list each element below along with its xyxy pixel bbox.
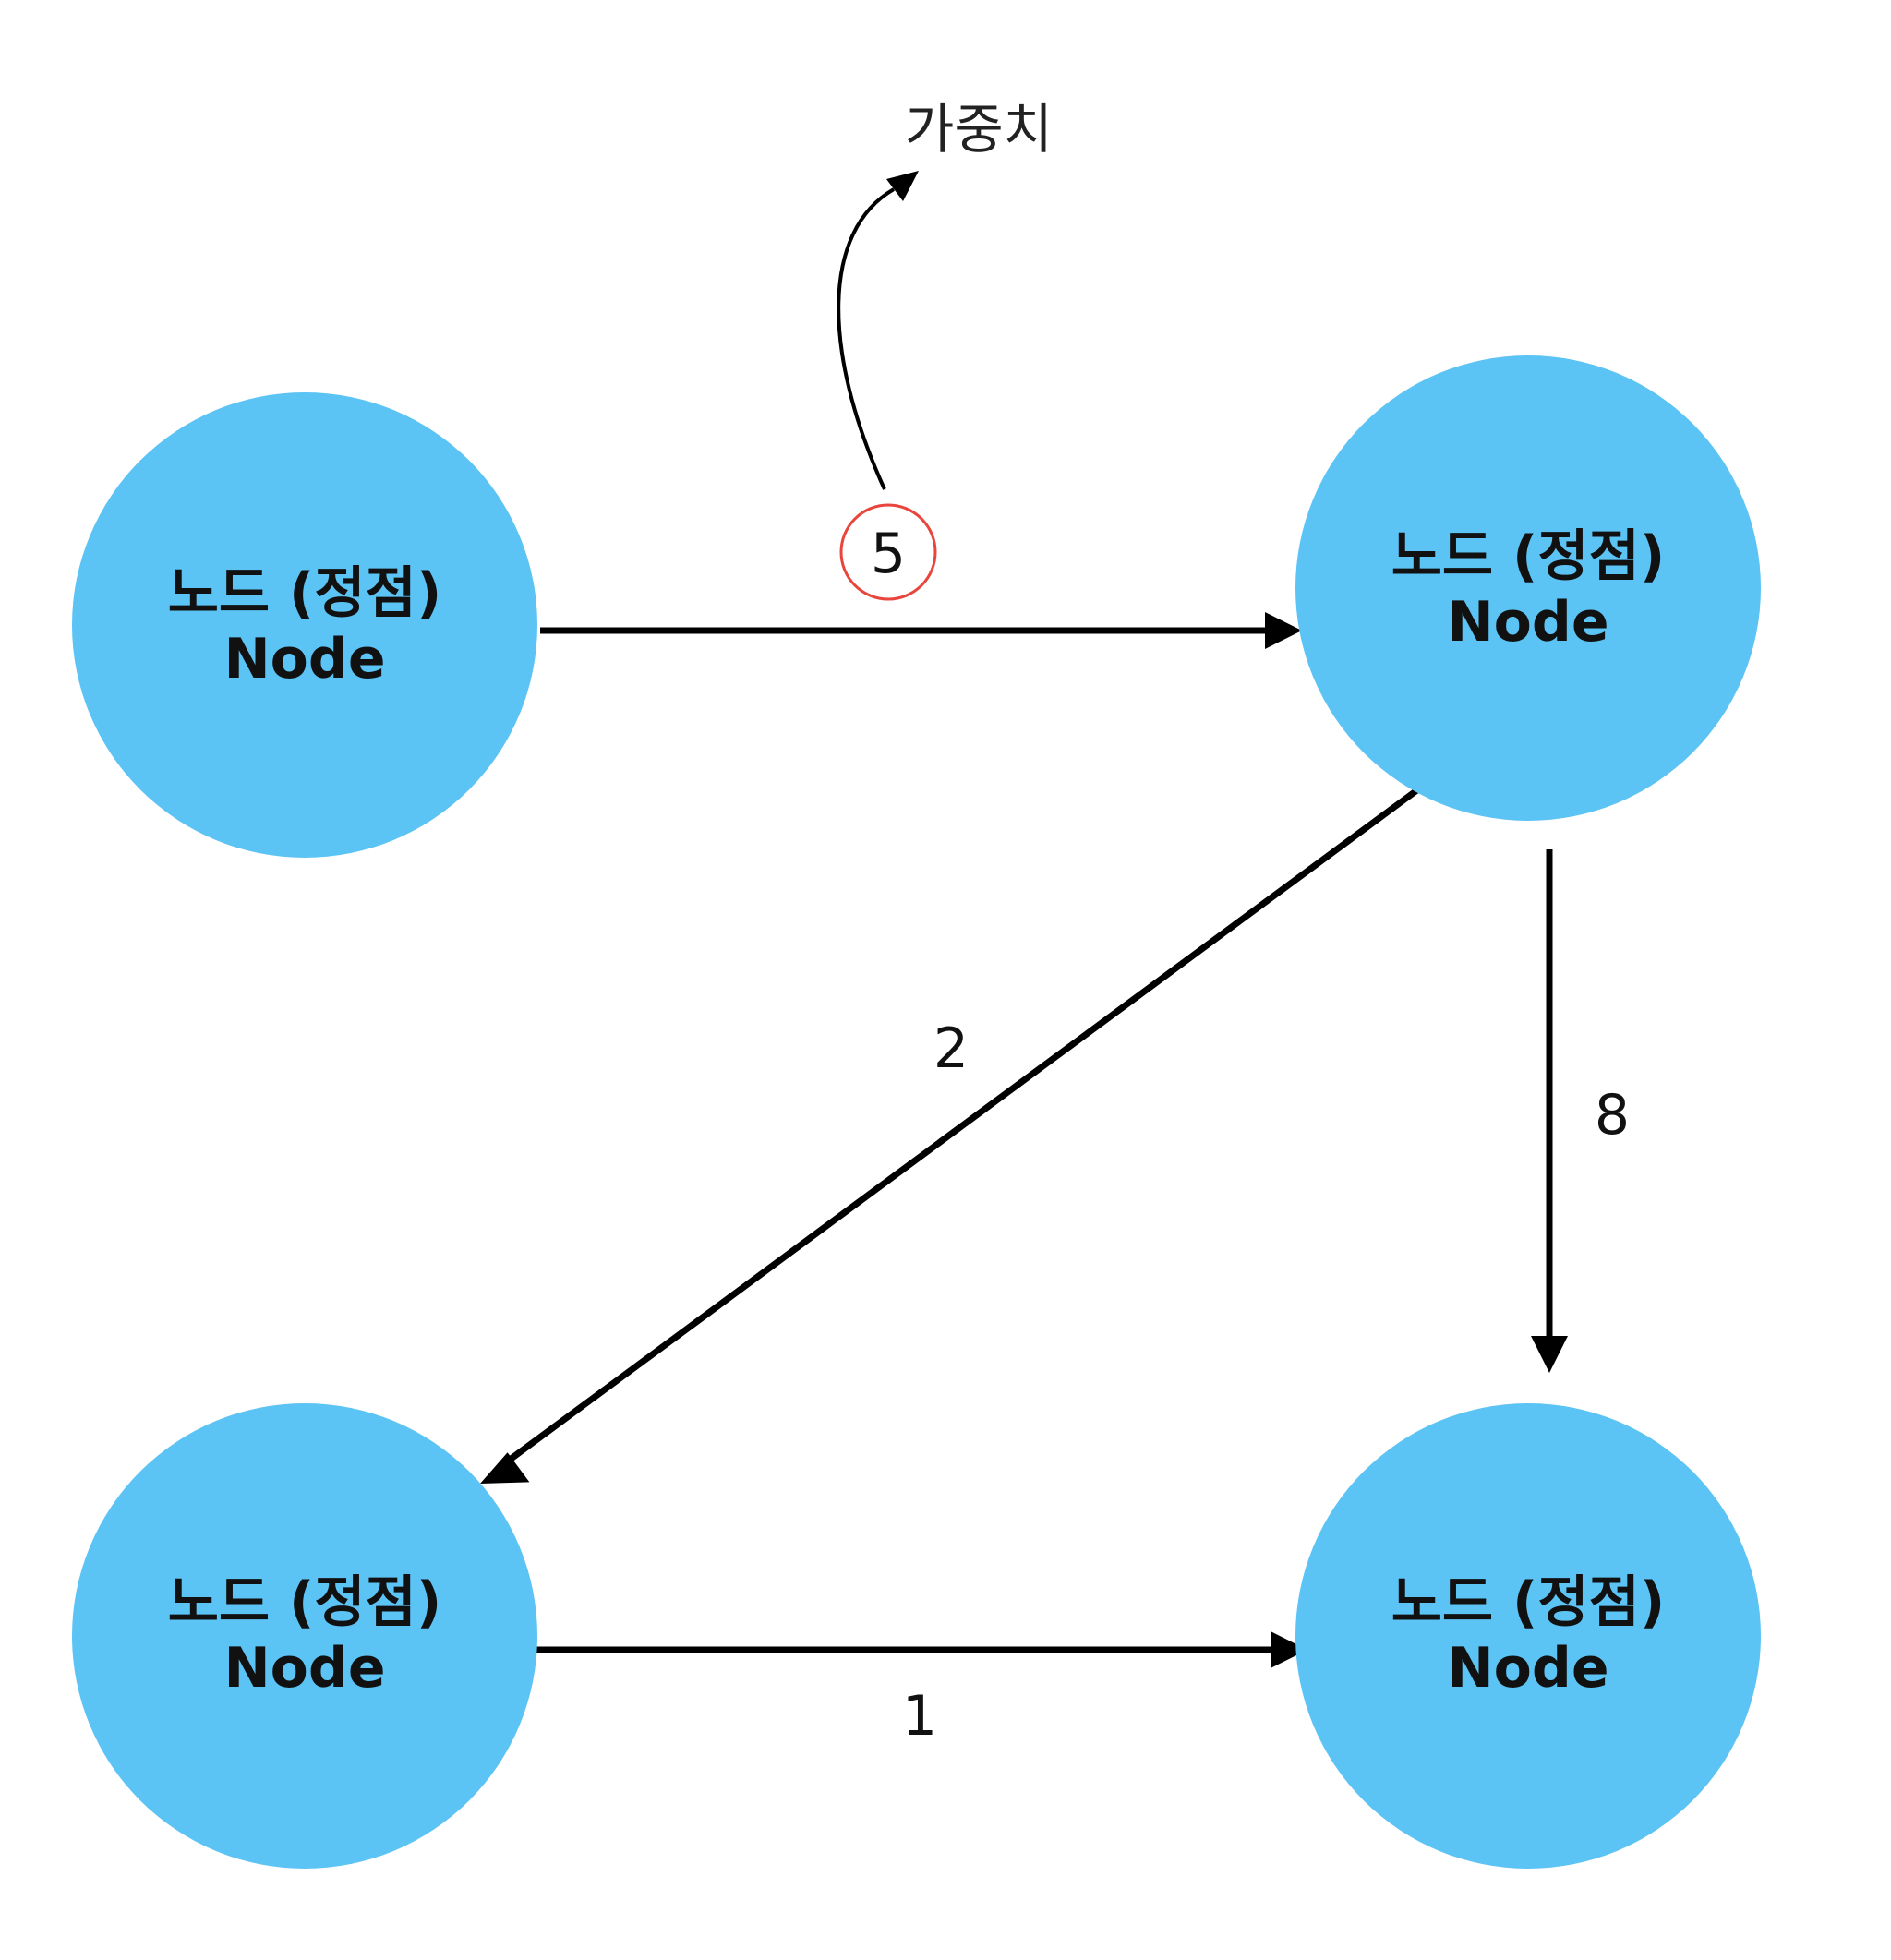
arrowhead-icon bbox=[1265, 612, 1302, 649]
node-label-english: Node bbox=[1447, 1636, 1608, 1701]
annotation-curve bbox=[837, 187, 896, 490]
annotation-arrowhead-icon bbox=[886, 171, 919, 201]
arrowhead-icon bbox=[1271, 1631, 1307, 1668]
node-top-right: 노드 (정점) Node bbox=[1295, 355, 1761, 821]
edge-line bbox=[503, 784, 1425, 1465]
node-circle bbox=[1295, 355, 1761, 821]
node-label-korean: 노드 (정점) bbox=[168, 1570, 442, 1635]
node-circle bbox=[1295, 1403, 1761, 1869]
edge-weight-label: 8 bbox=[1595, 1083, 1630, 1148]
highlight-ring bbox=[839, 503, 937, 601]
edge-weights: 5 2 8 1 bbox=[839, 503, 1630, 1749]
node-label-korean: 노드 (정점) bbox=[168, 561, 442, 626]
node-label-korean: 노드 (정점) bbox=[1391, 1570, 1666, 1635]
edge-a-to-b bbox=[540, 612, 1302, 649]
edge-c-to-d bbox=[536, 1631, 1307, 1668]
edge-weight-label: 1 bbox=[902, 1684, 937, 1749]
node-bottom-right: 노드 (정점) Node bbox=[1295, 1403, 1761, 1869]
node-circle bbox=[72, 1403, 537, 1869]
edge-weight-label: 5 bbox=[871, 522, 906, 586]
arrowhead-icon bbox=[1531, 1336, 1568, 1373]
weight-annotation: 가중치 bbox=[837, 98, 1053, 490]
arrowhead-icon bbox=[480, 1452, 530, 1484]
node-label-english: Node bbox=[1447, 590, 1608, 655]
node-label-english: Node bbox=[223, 1636, 385, 1701]
node-top-left: 노드 (정점) Node bbox=[72, 392, 537, 858]
node-circle bbox=[72, 392, 537, 858]
edge-b-to-c bbox=[480, 784, 1425, 1484]
node-label-korean: 노드 (정점) bbox=[1391, 524, 1666, 589]
edge-weight-label: 2 bbox=[933, 1016, 969, 1081]
node-bottom-left: 노드 (정점) Node bbox=[72, 1403, 537, 1869]
annotation-label: 가중치 bbox=[905, 98, 1053, 161]
edge-b-to-d bbox=[1531, 849, 1568, 1373]
node-label-english: Node bbox=[223, 627, 385, 691]
